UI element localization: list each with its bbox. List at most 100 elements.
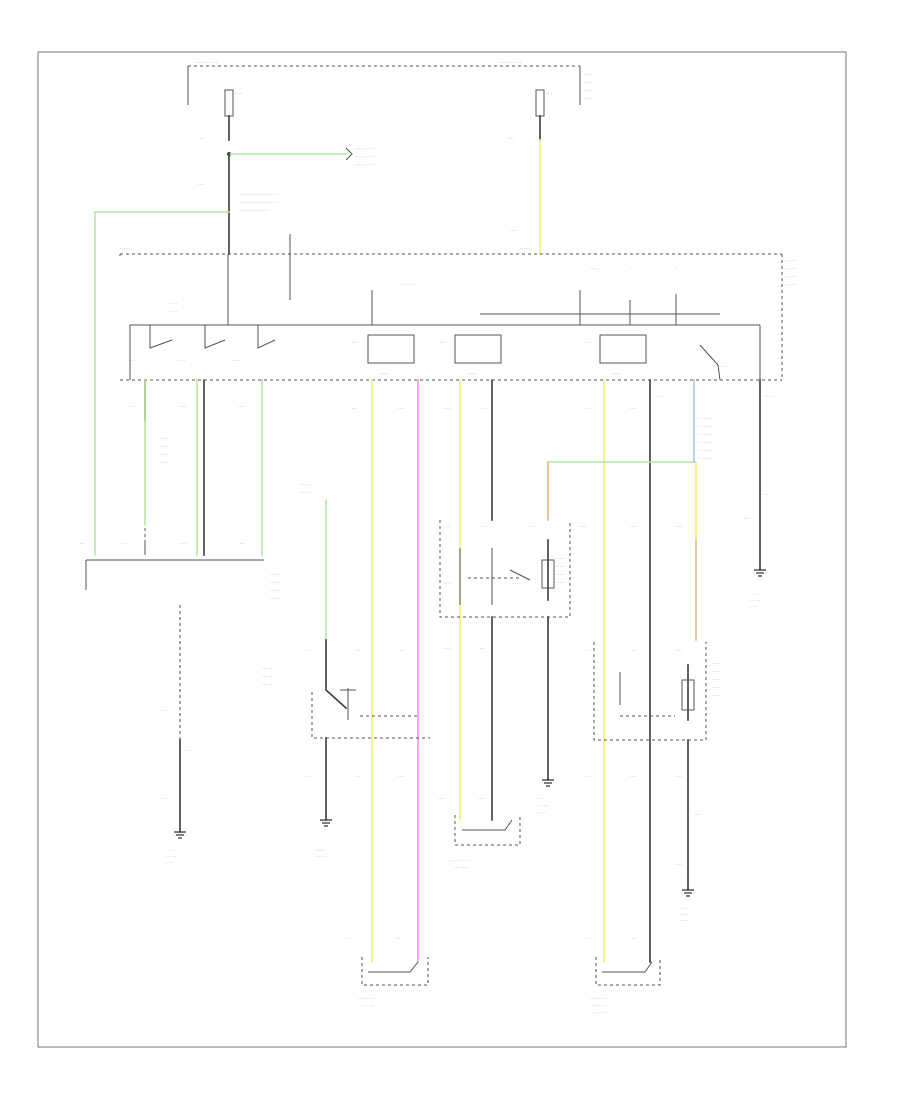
svg-text:· · ·: · · · bbox=[352, 341, 358, 345]
svg-text:· · · ·: · · · · bbox=[556, 573, 564, 577]
svg-text:· · · · · · · · · ·: · · · · · · · · · · bbox=[355, 147, 376, 151]
svg-text:· · · ·: · · · · bbox=[750, 605, 758, 609]
svg-text:· · ·: · · · bbox=[162, 797, 168, 801]
svg-text:· · · · ·: · · · · · bbox=[262, 667, 272, 671]
svg-text:· · · ·: · · · · bbox=[590, 267, 598, 271]
svg-text:· · · · · · · · · · · · · · ·: · · · · · · · · · · · · · · · · · · · bbox=[240, 193, 281, 197]
svg-text:· · · · ·: · · · · · bbox=[262, 675, 272, 679]
svg-text:· · ·: · · · bbox=[586, 937, 592, 941]
svg-text:· · · ·: · · · · bbox=[712, 670, 720, 674]
svg-text:· · ·: · · · bbox=[694, 813, 700, 817]
svg-text:· · · · · ·: · · · · · · bbox=[300, 491, 312, 495]
svg-text:· · ·: · · · bbox=[305, 649, 311, 653]
svg-text:· · ·: · · · bbox=[440, 341, 446, 345]
svg-text:· · · ·: · · · · bbox=[166, 861, 174, 865]
svg-text:· · ·: · · · bbox=[676, 525, 682, 529]
svg-text:· · · ·: · · · · bbox=[656, 395, 664, 399]
wire-green-bus bbox=[94, 211, 230, 556]
svg-text:· · · ·: · · · · bbox=[750, 593, 758, 597]
svg-text:· · ·: · · · bbox=[80, 542, 86, 546]
svg-text:· · ·: · · · bbox=[398, 775, 404, 779]
svg-text:· · · · ·: · · · · · bbox=[316, 855, 326, 859]
svg-text:· · ·: · · · bbox=[510, 229, 516, 233]
passenger-switch: · · · · · · · · · · · · · · · · · · · · … bbox=[262, 407, 430, 859]
svg-text:· · ·: · · · bbox=[240, 542, 246, 546]
svg-text:· · ·: · · · bbox=[162, 709, 168, 713]
svg-text:· · · ·: · · · · bbox=[468, 372, 476, 376]
svg-text:· · · ·: · · · · bbox=[232, 359, 240, 363]
svg-text:· · ·: · · · bbox=[765, 493, 771, 497]
svg-text:· · · ·: · · · · bbox=[160, 453, 168, 457]
svg-text:· · · ·: · · · · bbox=[160, 461, 168, 465]
motor-right-rear: · · · · · · · · · · · · · · · · · · · · … bbox=[586, 937, 661, 1015]
svg-text:· · · ·: · · · · bbox=[765, 395, 773, 399]
svg-text:· · ·: · · · bbox=[130, 359, 136, 363]
svg-text:· · ·: · · · bbox=[345, 937, 351, 941]
svg-text:· · · · · · ·: · · · · · · · bbox=[454, 866, 468, 870]
svg-text:· · · ·: · · · · bbox=[538, 797, 546, 801]
fuse-left bbox=[224, 89, 234, 117]
svg-text:· · · · · · ·: · · · · · · · bbox=[698, 457, 712, 461]
svg-text:· · · · · · · · ·: · · · · · · · · · bbox=[450, 859, 469, 863]
svg-text:· · · ·: · · · · bbox=[538, 811, 546, 815]
svg-text:· · · ·: · · · · bbox=[680, 907, 688, 911]
svg-text:· · ·: · · · bbox=[438, 797, 444, 801]
svg-text:· · ·: · · · bbox=[238, 405, 244, 409]
svg-text:· · · · · · · · · ·: · · · · · · · · · · bbox=[196, 61, 217, 65]
svg-text:· · · · · · ·: · · · · · · · bbox=[698, 441, 712, 445]
power-distribution-area: · · · · · · · · · · · · · · · · · · · · … bbox=[187, 61, 592, 233]
svg-text:· · · ·: · · · · bbox=[160, 445, 168, 449]
svg-text:· · ·: · · · bbox=[122, 542, 128, 546]
svg-text:· · ·: · · · bbox=[580, 525, 586, 529]
svg-text:· · ·: · · · bbox=[744, 517, 750, 521]
svg-text:· · · ·: · · · · bbox=[712, 678, 720, 682]
svg-text:· · ·: · · · bbox=[676, 649, 682, 653]
motor-left-rear: · · · · · · · · · · · · · · · · · · · · … bbox=[345, 937, 429, 1008]
svg-text:· · · · · · ·: · · · · · · · bbox=[698, 433, 712, 437]
svg-text:· · ·: · · · bbox=[630, 525, 636, 529]
ground-left: · · · · · · · · · · · · · · · · · · · · … bbox=[162, 605, 192, 865]
svg-text:· · · · · · · · · ·: · · · · · · · · · · bbox=[355, 155, 376, 159]
svg-text:· · · · · · · · · · · · · · ·: · · · · · · · · · · · · · · · · · · · bbox=[240, 201, 281, 205]
svg-text:· · · · ·: · · · · · bbox=[538, 804, 548, 808]
svg-text:· · ·: · · · bbox=[676, 775, 682, 779]
svg-text:· · · · · · · · ·: · · · · · · · · · bbox=[590, 1004, 609, 1008]
svg-text:· · · ·: · · · · bbox=[712, 686, 720, 690]
svg-text:· · · · · · · · · · · · · ·: · · · · · · · · · · · · · · bbox=[240, 209, 270, 213]
svg-text:· · ·: · · · bbox=[180, 405, 186, 409]
right-window-module: · · · · · · · · · · · · · · · · · · · · … bbox=[580, 395, 773, 779]
svg-text:· · ·: · · · bbox=[586, 775, 592, 779]
svg-text:· · · · ·: · · · · · bbox=[750, 599, 760, 603]
svg-text:· · · ·: · · · · bbox=[680, 919, 688, 923]
svg-text:· · · · · · · · ·: · · · · · · · · · bbox=[590, 997, 609, 1001]
svg-text:· · ·: · · · bbox=[630, 775, 636, 779]
svg-text:· · · ·: · · · · bbox=[178, 359, 186, 363]
svg-text:· · ·: · · · bbox=[630, 407, 636, 411]
svg-text:· · · ·: · · · · bbox=[556, 565, 564, 569]
svg-text:· · · · ·: · · · · · bbox=[166, 855, 176, 859]
svg-text:· · ·: · · · bbox=[186, 749, 192, 753]
svg-text:· · · · · · · · · ·: · · · · · · · · · · bbox=[355, 163, 376, 167]
svg-text:· · · · ·: · · · · · bbox=[120, 247, 130, 251]
svg-text:· · ·: · · · bbox=[722, 365, 728, 369]
svg-text:· · ·: · · · bbox=[482, 407, 488, 411]
svg-text:· · · · · · ·: · · · · · · · bbox=[698, 417, 712, 421]
svg-text:· · · · ·: · · · · · bbox=[262, 683, 272, 687]
svg-text:· · ·: · · · bbox=[352, 407, 358, 411]
svg-text:· · ·: · · · bbox=[630, 649, 636, 653]
svg-text:· · · ·: · · · · bbox=[380, 372, 388, 376]
svg-text:·: · bbox=[630, 267, 631, 271]
svg-text:· · ·: · · · bbox=[530, 525, 536, 529]
svg-text:· · · ·: · · · · bbox=[712, 662, 720, 666]
center-window-module: · · · · · · · · · · · · · · · · · · · · … bbox=[439, 407, 571, 651]
svg-text:·: · bbox=[675, 267, 676, 271]
svg-text:· · · · ·: · · · · · bbox=[582, 81, 592, 85]
svg-text:· · ·: · · · bbox=[482, 525, 488, 529]
svg-text:· · · · ·: · · · · · bbox=[270, 597, 280, 601]
svg-text:· · · · ·: · · · · · bbox=[785, 259, 795, 263]
svg-text:· · · · · · · ·: · · · · · · · · bbox=[594, 1011, 611, 1015]
svg-text:· · · ·: · · · · bbox=[160, 437, 168, 441]
svg-text:· · · · ·: · · · · · bbox=[582, 73, 592, 77]
svg-text:· · ·: · · · bbox=[398, 649, 404, 653]
svg-text:· · ·: · · · bbox=[180, 542, 186, 546]
